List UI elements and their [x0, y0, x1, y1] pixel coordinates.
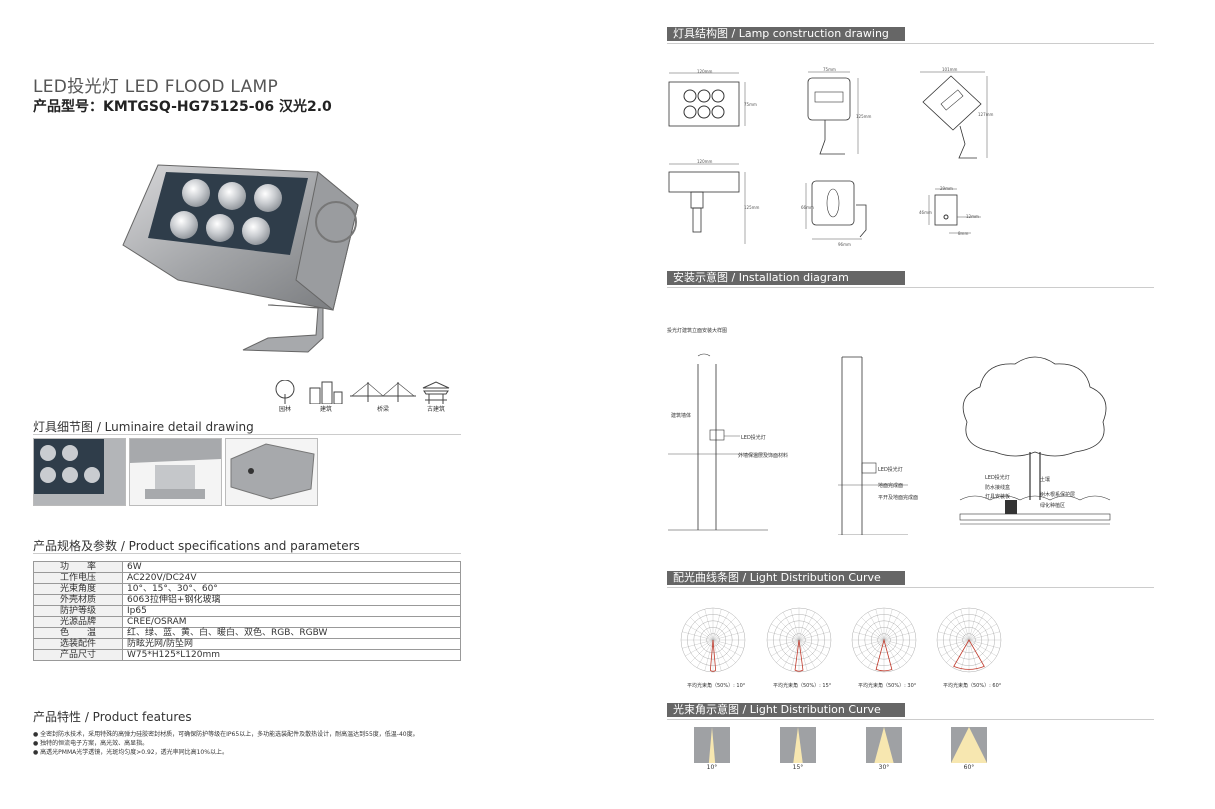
dim-label: 46mm: [919, 210, 932, 215]
detail-thumb-lens: [33, 438, 126, 506]
install-label: 地面完成面: [878, 483, 904, 489]
curve-label: 平均光束角（50%）: 60°: [943, 683, 1002, 689]
dim-label: 12mm: [966, 214, 979, 219]
curve-label: 平均光束角（50%）: 15°: [773, 683, 832, 689]
install-label: 防水接线盒: [985, 485, 1011, 491]
dim-label: 125mm: [856, 114, 872, 119]
feature-item-1: ● 全密封防水技术，采用特殊的高弹力硅胶密封材质，可确保防护等级在IP65以上，…: [33, 731, 419, 738]
bracket-detail-drawing: [928, 188, 981, 234]
column-install-drawing: [838, 356, 908, 535]
flood-lamp-photo: [122, 164, 359, 353]
feature-item-2: ● 独特的恒流电子方案，高光效、高显指。: [33, 740, 149, 747]
app-label-building: 建筑: [319, 406, 332, 413]
construction-section-title: 灯具结构图 / Lamp construction drawing: [667, 27, 905, 41]
dim-label: 96mm: [838, 242, 851, 247]
install-label: LED投光灯: [878, 467, 903, 473]
beam-label: 15°: [792, 764, 804, 771]
beam-label: 10°: [706, 764, 718, 771]
app-label-ancient: 古建筑: [426, 406, 445, 413]
dim-label: 120mm: [697, 159, 713, 164]
detail-section-title: 灯具细节图 / Luminaire detail drawing: [33, 420, 254, 434]
install-label: LED投光灯: [741, 435, 766, 441]
tree-icon: [275, 380, 295, 404]
dim-label: 29mm: [940, 186, 953, 191]
curve-label: 平均光束角（50%）: 30°: [858, 683, 917, 689]
curve-label: 平均光束角（50%）: 10°: [687, 683, 746, 689]
beam-section-title: 光束角示意图 / Light Distribution Curve: [667, 703, 905, 717]
polar-chart-15: [766, 607, 832, 673]
dim-label: 66mm: [801, 205, 814, 210]
product-model: 产品型号：KMTGSQ-HG75125-06 汉光2.0: [33, 99, 332, 115]
app-label-bridge: 桥梁: [376, 406, 389, 413]
app-label-garden: 园林: [278, 406, 291, 413]
wall-install-drawing: [668, 353, 768, 531]
top-view-drawing: [668, 163, 746, 244]
polar-chart-30: [851, 607, 917, 673]
install-label: 建筑墙体: [671, 413, 692, 419]
product-title: LED投光灯 LED FLOOD LAMP: [33, 77, 279, 97]
beam-15: [780, 727, 816, 763]
features-section-title: 产品特性 / Product features: [33, 710, 192, 724]
dim-label: 101mm: [942, 67, 958, 72]
angle-view-drawing: [920, 71, 988, 159]
install-label: LED投光灯: [985, 475, 1010, 481]
install-label: 土壤: [1040, 477, 1051, 483]
beam-30: [866, 727, 902, 763]
detail-thumb-side: [225, 438, 318, 506]
install-label: 绿化种植区: [1040, 503, 1066, 509]
side-view-drawing: [807, 71, 859, 155]
install-label: 外墙保温层及饰面材料: [738, 453, 789, 459]
dim-label: 120mm: [697, 69, 713, 74]
install-label: 灯具安装板: [985, 494, 1011, 500]
dim-label: 8mm: [958, 231, 969, 236]
feature-item-3: ● 高透光PMMA光学透镜，光斑均匀度>0.92，透光率同比高10%以上。: [33, 749, 228, 756]
bridge-icon: [350, 382, 416, 402]
beam-label: 60°: [963, 764, 975, 771]
curve-section-title: 配光曲线条图 / Light Distribution Curve: [667, 571, 905, 585]
dim-label: 125mm: [744, 205, 760, 210]
specs-section-title: 产品规格及参数 / Product specifications and par…: [33, 539, 360, 553]
table-row: 选装配件防眩光网/防坠网: [33, 638, 461, 650]
dim-label: 75mm: [744, 102, 757, 107]
polar-chart-60: [936, 607, 1002, 673]
installation-note: 投光灯建筑立面安装大样图: [667, 328, 728, 334]
tree-install-drawing: [959, 356, 1111, 525]
beam-10: [694, 727, 730, 763]
front-view-drawing: [668, 72, 746, 127]
beam-60: [951, 727, 987, 763]
install-label: 树木根系保护层: [1040, 492, 1076, 498]
installation-section-title: 安装示意图 / Installation diagram: [667, 271, 905, 285]
table-row: 色 温红、绿、蓝、黄、白、暖白、双色、RGB、RGBW: [33, 627, 461, 639]
polar-chart-10: [680, 607, 746, 673]
pagoda-icon: [422, 381, 450, 404]
detail-thumb-bracket: [129, 438, 222, 506]
install-label: 平开及地面完成面: [878, 495, 919, 501]
building-icon: [309, 381, 343, 404]
beam-label: 30°: [878, 764, 890, 771]
back-view-drawing: [805, 180, 867, 240]
dim-label: 75mm: [823, 67, 836, 72]
dim-label: 127mm: [978, 112, 994, 117]
